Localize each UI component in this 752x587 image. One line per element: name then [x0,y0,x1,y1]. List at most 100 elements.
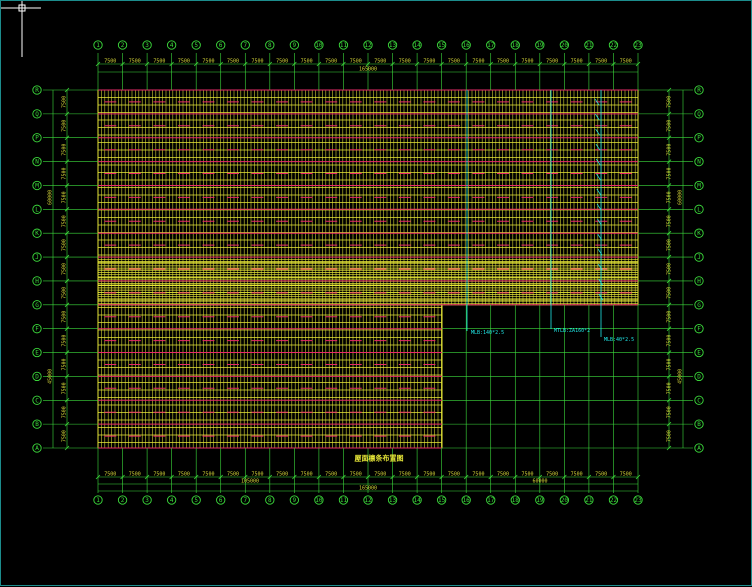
bay-dimension-bottom-text: 7500 [227,472,239,478]
bay-dimension-top-text: 7500 [497,59,509,65]
column-axis-bubble-top-circle [314,40,324,50]
bay-dimension-bottom-text: 7500 [325,472,337,478]
bay-dimension-top-tick [537,61,543,67]
bay-dimension-top-tick [242,61,248,67]
row-dimension-left-tick [64,87,70,93]
bay-dimension-top-tick [144,61,150,67]
row-dimension-left-tick [64,159,70,164]
bay-dimension-top-tick [635,61,641,67]
column-axis-bubble-bottom-label: 22 [610,497,618,504]
row-axis-bubble-right-circle [694,419,704,429]
row-dimension-left-text: 7500 [62,358,68,370]
column-axis-bubble-bottom-circle [363,495,373,505]
row-axis-bubble-right-label: J [697,254,701,261]
bay-dimension-bottom-tick [586,474,592,480]
row-axis-bubble-left-circle [32,85,42,95]
note-tick [596,173,601,181]
column-axis-bubble-top-circle [338,40,349,50]
bay-dimension-top-text: 7500 [399,59,411,65]
row-dimension-right-text: 7500 [667,239,673,251]
column-axis-bubble-top-circle [240,40,250,50]
bay-dimension-bottom-text: 7500 [252,472,264,478]
column-axis-bubble-bottom-label: 3 [145,497,149,504]
column-axis-bubble-top-label: 16 [463,42,471,49]
row-dimension-right-text: 7500 [667,120,673,132]
bay-dimension-bottom-tick [537,474,543,480]
row-axis-bubble-left-circle [32,443,42,453]
row-dimension-right-text: 7500 [667,335,673,347]
overall-dimension-right-upper-text: 60000 [678,190,684,205]
bay-dimension-bottom-tick [414,474,420,480]
row-dimension-left-text: 7500 [62,215,68,227]
bay-dimension-top-text: 7500 [595,59,607,65]
column-axis-bubble-top-circle [608,40,619,50]
row-axis-bubble-right-label: H [697,278,701,285]
note-tick [598,278,603,286]
row-dimension-right-tick [666,87,672,93]
bay-dimension-bottom-tick [341,474,346,480]
row-axis-bubble-left-label: M [35,182,39,189]
column-axis-bubble-bottom-label: 23 [634,497,642,504]
row-dimension-right-tick [666,397,672,403]
column-axis-bubble-bottom-label: 13 [389,497,397,504]
column-axis-bubble-top-circle [216,40,226,50]
bay-dimension-bottom-text: 7500 [276,472,288,478]
bay-dimension-top-tick [488,61,494,67]
note-tick [595,158,601,166]
row-axis-bubble-left-label: Q [35,111,39,118]
bay-dimension-bottom-tick [292,474,297,480]
row-axis-bubble-left-label: A [35,445,39,452]
bay-dimension-bottom-text: 7500 [301,472,313,478]
column-axis-bubble-bottom-circle [265,495,275,505]
bay-dimension-bottom-tick [390,474,395,480]
column-axis-bubble-top-circle [559,40,570,50]
column-axis-bubble-top-circle [117,40,128,50]
column-axis-bubble-bottom-circle [166,495,177,505]
column-axis-bubble-top-label: 8 [268,42,272,49]
column-axis-bubble-bottom-circle [412,495,422,505]
column-axis-bubble-bottom-circle [191,495,201,505]
row-axis-bubble-left-circle [32,180,42,191]
column-axis-bubble-top-circle [486,40,496,50]
bay-dimension-top-text: 7500 [276,59,288,65]
row-axis-bubble-right-circle [694,228,704,238]
column-axis-bubble-top-circle [142,40,152,50]
row-axis-bubble-left-circle [32,300,42,310]
column-axis-bubble-top-circle [535,40,545,50]
column-axis-bubble-bottom-label: 9 [293,497,297,504]
row-dimension-left-tick [64,230,70,236]
row-axis-bubble-left-circle [32,204,42,214]
column-axis-bubble-top-label: 12 [364,42,372,49]
bay-dimension-top-text: 7500 [522,59,534,65]
bay-dimension-top-text: 7500 [104,59,116,65]
bay-dimension-top-text: 7500 [202,59,214,65]
row-dimension-right-tick [666,350,672,355]
row-dimension-left-text: 7500 [62,382,68,394]
row-dimension-left-text: 7500 [62,120,68,132]
note-tick [598,263,603,271]
row-dimension-left-tick [64,397,70,403]
row-axis-bubble-left-label: N [35,159,39,166]
row-axis-bubble-right-label: L [697,206,701,213]
bay-dimension-bottom-tick [463,474,469,480]
column-axis-bubble-bottom-label: 20 [561,497,569,504]
bay-dimension-bottom-tick [635,474,641,480]
bay-dimension-bottom-text: 7500 [595,472,607,478]
bay-dimension-top-tick [267,61,273,67]
bay-dimension-bottom-tick [512,474,518,480]
row-axis-bubble-left-circle [32,347,42,358]
bay-dimension-bottom-tick [267,474,273,480]
row-axis-bubble-right-circle [694,300,704,310]
row-dimension-left-text: 7500 [62,239,68,251]
column-axis-bubble-bottom-circle [338,495,349,505]
column-axis-bubble-top-circle [461,40,471,50]
row-axis-bubble-right-label: F [697,326,701,333]
column-axis-bubble-bottom-label: 14 [413,497,421,504]
row-dimension-left-tick [64,374,70,379]
column-axis-bubble-top-circle [363,40,373,50]
bay-dimension-top-tick [292,61,297,67]
row-axis-bubble-right-label: P [697,135,701,142]
column-axis-bubble-top-circle [510,40,520,50]
